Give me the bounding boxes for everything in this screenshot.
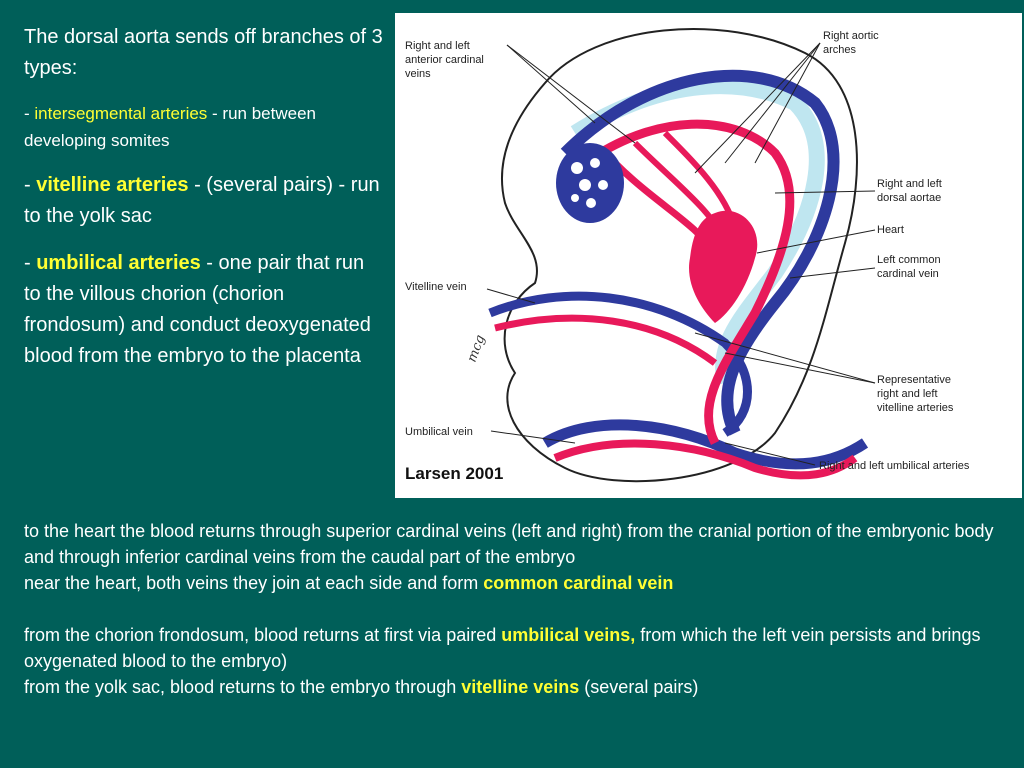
label-vitelline-arteries: right and left [877,388,938,400]
embryo-circulation-diagram: Right and left anterior cardinal veins R… [395,13,1022,498]
umbilical-vein-vessel [542,419,869,470]
term-common-cardinal: common cardinal vein [483,573,674,593]
anterior-cardinal-light [570,78,825,385]
text-segment: from the yolk sac, blood returns to the … [24,677,462,697]
label-umbilical-arteries: Right and left umbilical arteries [819,460,970,472]
label-vitelline-arteries: Representative [877,374,951,386]
paragraph-gap [24,596,1004,622]
left-text-column: The dorsal aorta sends off branches of 3… [24,22,384,388]
bullet-rest: - run between developing somites [24,104,316,150]
artist-signature: mcg [465,333,489,364]
term-vitelline: vitelline arteries [36,174,189,196]
plexus-hole [586,198,596,208]
label-common-cardinal: cardinal vein [877,268,939,280]
bullet-dash: - [24,252,37,274]
label-vitelline-arteries: vitelline arteries [877,402,954,414]
label-anterior-cardinal: Right and left [405,40,470,52]
umbilical-artery-vessel [553,439,858,480]
bullet-dash: - [24,104,35,123]
label-vitelline-vein: Vitelline vein [405,281,467,293]
plexus-hole [571,162,583,174]
bullet-intersegmental: - intersegmental arteries - run between … [24,100,384,154]
para-common-cardinal: near the heart, both veins they join at … [24,570,1004,596]
para-vitelline-veins: from the yolk sac, blood returns to the … [24,674,1004,700]
term-vitelline-veins: vitelline veins [461,677,580,697]
label-umbilical-vein: Umbilical vein [405,426,473,438]
plexus-hole [598,180,608,190]
intro-text: The dorsal aorta sends off branches of 3… [24,26,383,79]
label-anterior-cardinal: anterior cardinal [405,54,484,66]
label-aortic-arches: Right aortic [823,30,879,42]
bullet-dash: - [24,174,37,196]
bottom-text-block: to the heart the blood returns through s… [24,518,1004,700]
term-umbilical: umbilical arteries [36,252,201,274]
para-cardinal-veins: to the heart the blood returns through s… [24,521,994,567]
text-segment: (several pairs) [579,677,699,697]
vitelline-artery-vessel [494,314,718,366]
vitelline-vein-vessel [488,291,752,437]
bullet-rest: - one pair that run to the villous chori… [24,252,371,367]
leader-lines [486,42,876,466]
text-segment: near the heart, both veins they join at … [24,573,484,593]
label-anterior-cardinal: veins [405,68,431,80]
term-umbilical-veins: umbilical veins, [501,625,636,645]
label-dorsal-aortae: dorsal aortae [877,192,941,204]
label-dorsal-aortae: Right and left [877,178,942,190]
dorsal-aorta [582,119,795,446]
plexus-hole [571,194,579,202]
bullet-umbilical: - umbilical arteries - one pair that run… [24,248,384,372]
embryo-outline [501,28,858,483]
term-intersegmental: intersegmental arteries [34,104,208,123]
para-umbilical-veins: from the chorion frondosum, blood return… [24,622,1004,674]
heart-shape [689,210,758,323]
plexus-hole [579,179,591,191]
label-heart: Heart [877,224,904,236]
text-segment: from the chorion frondosum, blood return… [24,625,502,645]
label-common-cardinal: Left common [877,254,941,266]
text-segment: from which the left vein persists and br… [24,625,981,671]
plexus-hole [590,158,600,168]
bullet-rest: - (several pairs) - run to the yolk sac [24,174,380,227]
label-aortic-arches: arches [823,44,857,56]
diagram-svg: Right and left anterior cardinal veins R… [405,28,970,483]
figure-credit: Larsen 2001 [405,464,503,483]
bullet-vitelline: - vitelline arteries - (several pairs) -… [24,170,384,232]
